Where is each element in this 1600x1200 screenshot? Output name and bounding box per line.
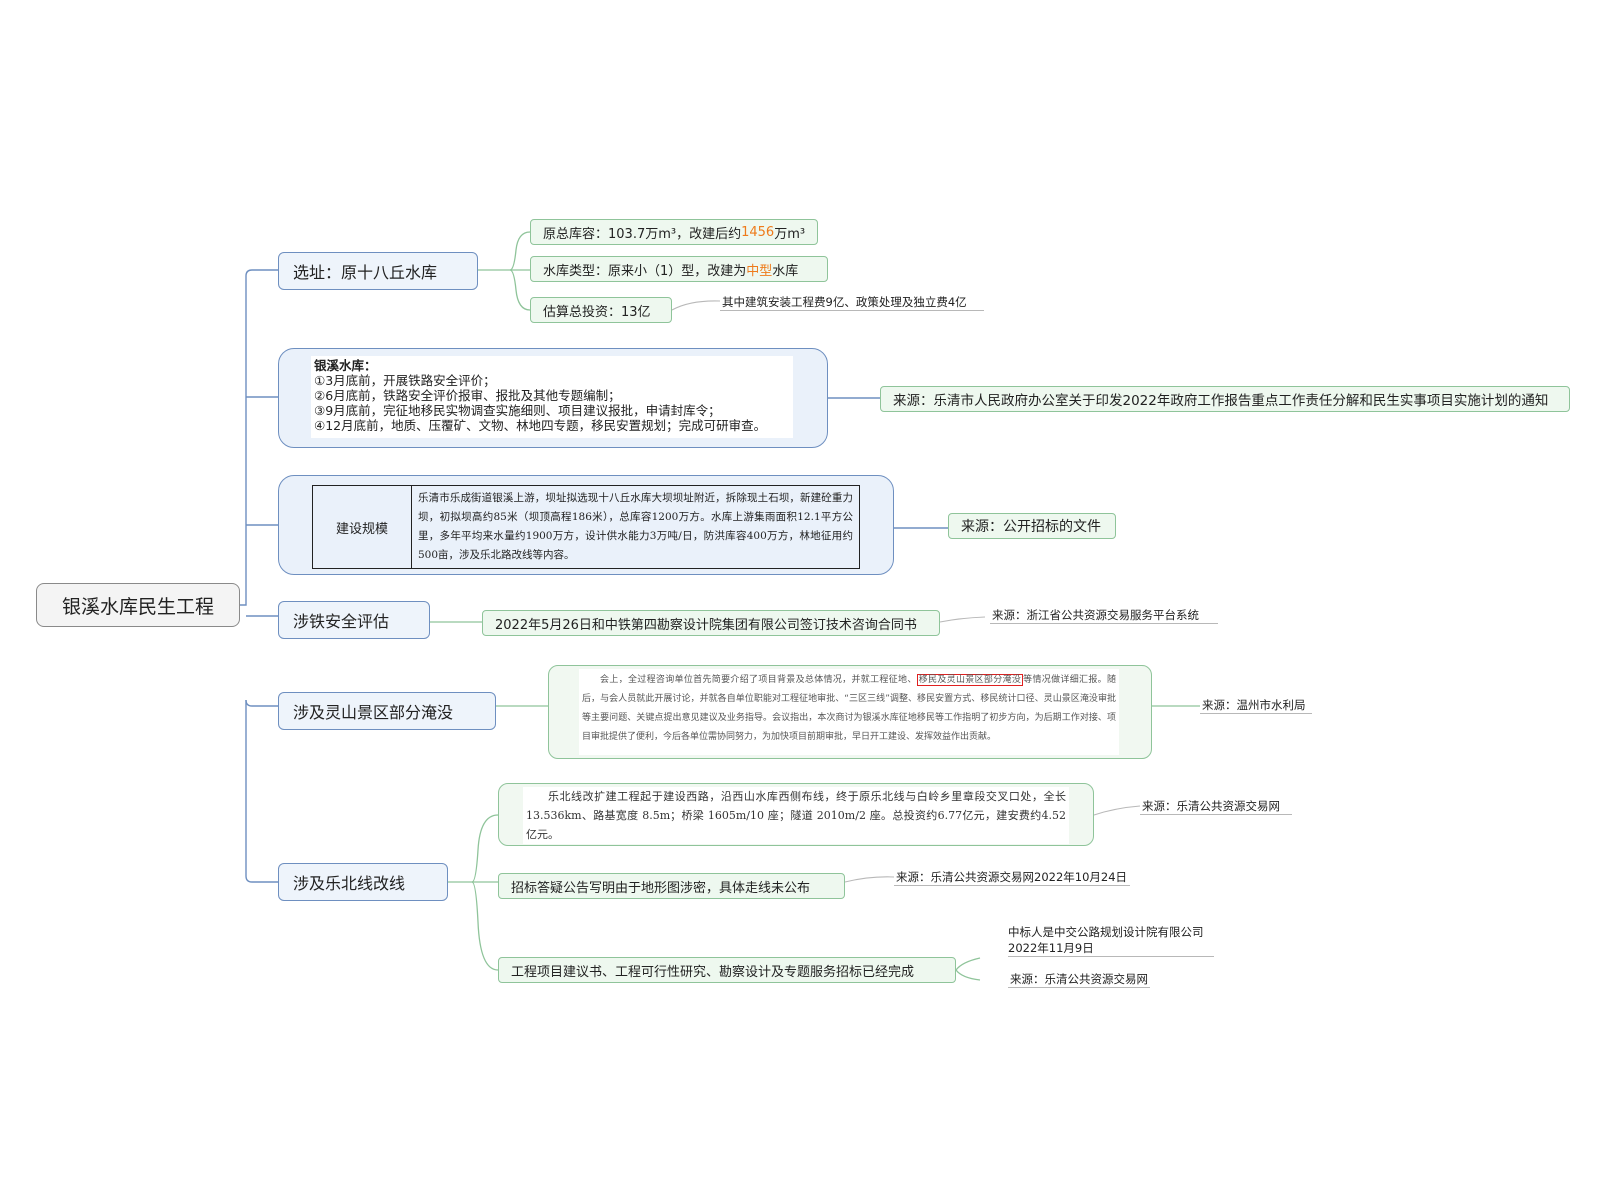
type-text-after: 水库 [772, 263, 799, 279]
type-text-before: 水库类型：原来小（1）型，改建为 [543, 263, 747, 279]
railway-contract[interactable]: 2022年5月26日和中铁第四勘察设计院集团有限公司签订技术咨询合同书 [482, 610, 940, 636]
lingshan-excerpt: 会上，全过程咨询单位首先简要介绍了项目背景及总体情况，并就工程征地、移民及灵山景… [579, 669, 1119, 755]
capacity-text-after: 万m³ [774, 226, 806, 242]
capacity-text-before: 原总库容：103.7万m³，改建后约 [543, 226, 742, 242]
branch-site[interactable]: 选址：原十八丘水库 [278, 252, 478, 290]
lingshan-excerpt-card[interactable]: 会上，全过程咨询单位首先简要介绍了项目背景及总体情况，并就工程征地、移民及灵山景… [548, 665, 1152, 759]
leaf-investment[interactable]: 估算总投资：13亿 [530, 297, 672, 323]
branch-schedule-card[interactable]: 银溪水库： ①3月底前，开展铁路安全评价； ②6月底前，铁路安全评价报审、报批及… [278, 348, 828, 448]
excerpt-text-before: 会上，全过程咨询单位首先简要介绍了项目背景及总体情况，并就工程征地、 [600, 675, 917, 685]
scale-table: 建设规模 乐清市乐成街道银溪上游，坝址拟选现十八丘水库大坝坝址附近，拆除现土石坝… [312, 485, 860, 569]
scale-header: 建设规模 [312, 485, 412, 569]
lebei-winner-date: 2022年11月9日 [1008, 941, 1094, 955]
scale-text: 乐清市乐成街道银溪上游，坝址拟选现十八丘水库大坝坝址附近，拆除现土石坝，新建砼重… [411, 485, 860, 569]
schedule-item-3: ③9月底前，完征地移民实物调查实施细则、项目建议报批，申请封库令； [314, 403, 721, 418]
schedule-source[interactable]: 来源：乐清市人民政府办公室关于印发2022年政府工作报告重点工作责任分解和民生实… [880, 386, 1570, 412]
lebei-secret-source[interactable]: 来源：乐清公共资源交易网2022年10月24日 [894, 868, 1130, 886]
capacity-highlight: 1456 [741, 224, 775, 240]
branch-lingshan[interactable]: 涉及灵山景区部分淹没 [278, 692, 496, 730]
schedule-image: 银溪水库： ①3月底前，开展铁路安全评价； ②6月底前，铁路安全评价报审、报批及… [311, 356, 793, 438]
branch-lebei[interactable]: 涉及乐北线改线 [278, 863, 448, 901]
lebei-winner-note[interactable]: 中标人是中交公路规划设计院有限公司 2022年11月9日 [1008, 924, 1214, 957]
schedule-item-2: ②6月底前，铁路安全评价报审、报批及其他专题编制； [314, 388, 621, 403]
lebei-tender[interactable]: 工程项目建议书、工程可行性研究、勘察设计及专题服务招标已经完成 [498, 957, 956, 983]
schedule-item-1: ①3月底前，开展铁路安全评价； [314, 373, 496, 388]
lebei-desc-source[interactable]: 来源：乐清公共资源交易网 [1140, 797, 1292, 815]
schedule-title: 银溪水库： [314, 358, 377, 373]
lingshan-source[interactable]: 来源：温州市水利局 [1200, 696, 1312, 714]
mindmap-root[interactable]: 银溪水库民生工程 [36, 583, 240, 627]
excerpt-text-after: 等情况做详细汇报。随后，与会人员就此开展讨论，并就各自单位职能对工程征地审批、“… [582, 675, 1116, 742]
scale-source[interactable]: 来源：公开招标的文件 [948, 513, 1116, 539]
railway-source[interactable]: 来源：浙江省公共资源交易服务平台系统 [990, 606, 1218, 624]
excerpt-highlight-mark: 移民及灵山景区部分淹没 [916, 674, 1024, 686]
leaf-reservoir-type[interactable]: 水库类型：原来小（1）型，改建为中型水库 [530, 256, 828, 282]
lebei-desc-card[interactable]: 乐北线改扩建工程起于建设西路，沿西山水库西侧布线，终于原乐北线与白岭乡里章段交叉… [498, 783, 1094, 846]
branch-scale-card[interactable]: 建设规模 乐清市乐成街道银溪上游，坝址拟选现十八丘水库大坝坝址附近，拆除现土石坝… [278, 475, 894, 575]
lebei-winner-source[interactable]: 来源：乐清公共资源交易网 [1008, 970, 1150, 988]
lebei-desc: 乐北线改扩建工程起于建设西路，沿西山水库西侧布线，终于原乐北线与白岭乡里章段交叉… [523, 787, 1069, 844]
lebei-winner: 中标人是中交公路规划设计院有限公司 [1008, 925, 1204, 939]
type-highlight: 中型 [746, 263, 773, 279]
schedule-item-4: ④12月底前，地质、压覆矿、文物、林地四专题，移民安置规划；完成可研审查。 [314, 418, 767, 433]
lebei-secret[interactable]: 招标答疑公告写明由于地形图涉密，具体走线未公布 [498, 873, 845, 899]
investment-note[interactable]: 其中建筑安装工程费9亿、政策处理及独立费4亿 [720, 293, 984, 311]
branch-railway[interactable]: 涉铁安全评估 [278, 601, 430, 639]
